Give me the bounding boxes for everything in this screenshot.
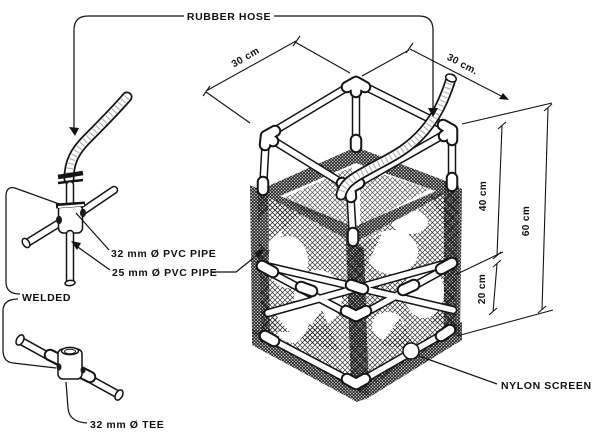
dimension-lines (202, 35, 554, 337)
weld-bead (80, 366, 86, 374)
label-32mm-tee: 32 mm Ø TEE (90, 419, 164, 431)
dim-30cm-left: 30 cm (230, 45, 262, 70)
screen-drain-hole (402, 342, 420, 360)
leader-lines (2, 15, 498, 424)
weld-bead (56, 215, 62, 225)
label-32mm-pvc-pipe: 32 mm Ø PVC PIPE (111, 248, 216, 260)
hose-clamp (57, 170, 84, 180)
cross-fitting-body (57, 204, 84, 234)
pipe-open-end (15, 334, 25, 346)
pipe-open-end (114, 389, 124, 401)
label-rubber-hose: RUBBER HOSE (187, 11, 271, 23)
rubber-hose-main (335, 73, 458, 201)
label-25mm-pvc-pipe: 25 mm Ø PVC PIPE (112, 267, 217, 279)
label-welded: WELDED (22, 292, 71, 304)
dim-20cm: 20 cm (477, 274, 488, 304)
label-nylon-screen: NYLON SCREEN (501, 380, 592, 392)
weld-bead (56, 363, 62, 371)
cage-structure (250, 73, 462, 402)
mid-brace-pipes (255, 256, 459, 323)
top-frame-pipes (256, 75, 459, 248)
weld-bead (80, 208, 86, 218)
cross-fitting-detail (21, 91, 133, 287)
dim-40cm: 40 cm (478, 181, 489, 211)
tee-fitting-detail (15, 334, 124, 401)
pipe-open-end (21, 237, 31, 249)
dim-60cm: 60 cm (521, 206, 532, 236)
